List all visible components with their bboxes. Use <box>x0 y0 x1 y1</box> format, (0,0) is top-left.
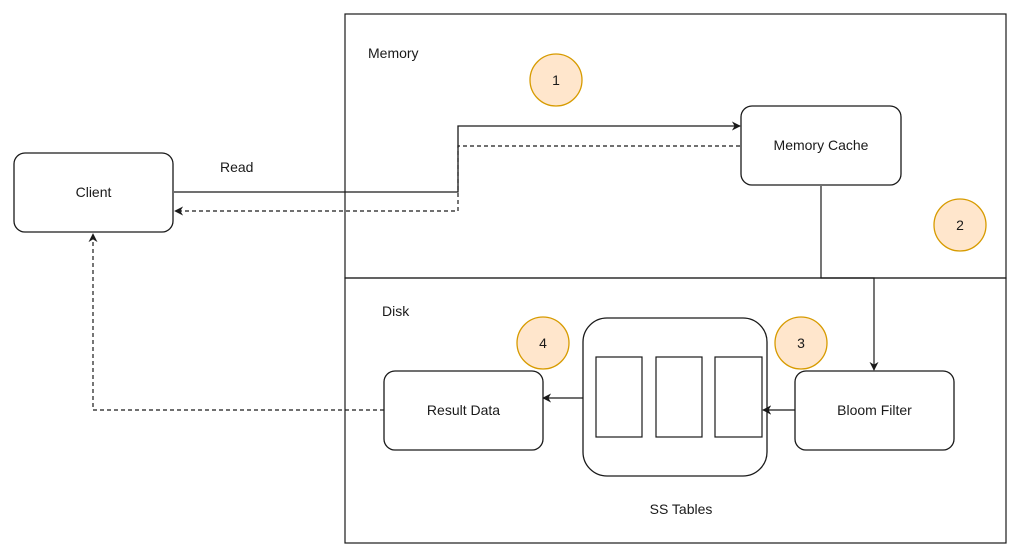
step-badge-1: 1 <box>529 53 583 107</box>
edge-client-to-memory-cache <box>174 121 741 193</box>
svg-text:3: 3 <box>797 335 805 351</box>
disk-region-label: Disk <box>382 303 410 319</box>
step-badge-3: 3 <box>774 316 828 370</box>
svg-text:2: 2 <box>956 217 964 233</box>
node-result-data-label: Result Data <box>427 402 500 418</box>
node-memory-cache-label: Memory Cache <box>774 137 869 153</box>
edge-memory-cache-to-client <box>174 145 740 216</box>
step-badge-4: 4 <box>516 316 570 370</box>
ss-table-3 <box>714 356 763 438</box>
node-client[interactable]: Client <box>13 152 174 233</box>
ss-table-1 <box>595 356 643 438</box>
node-result-data[interactable]: Result Data <box>383 370 544 451</box>
memory-region-label: Memory <box>368 45 419 61</box>
node-ss-tables[interactable] <box>582 317 768 477</box>
node-client-label: Client <box>76 184 112 200</box>
node-ss-tables-caption: SS Tables <box>650 501 713 517</box>
node-memory-cache[interactable]: Memory Cache <box>740 105 902 186</box>
ss-table-2 <box>655 356 703 438</box>
svg-text:4: 4 <box>539 335 547 351</box>
edge-memory-cache-to-bloom-filter <box>820 186 879 371</box>
edge-label-read: Read <box>220 159 253 175</box>
edge-result-data-to-client <box>88 233 384 411</box>
node-bloom-filter[interactable]: Bloom Filter <box>794 370 955 451</box>
node-bloom-filter-label: Bloom Filter <box>837 402 912 418</box>
svg-text:1: 1 <box>552 72 560 88</box>
step-badge-2: 2 <box>933 198 987 252</box>
